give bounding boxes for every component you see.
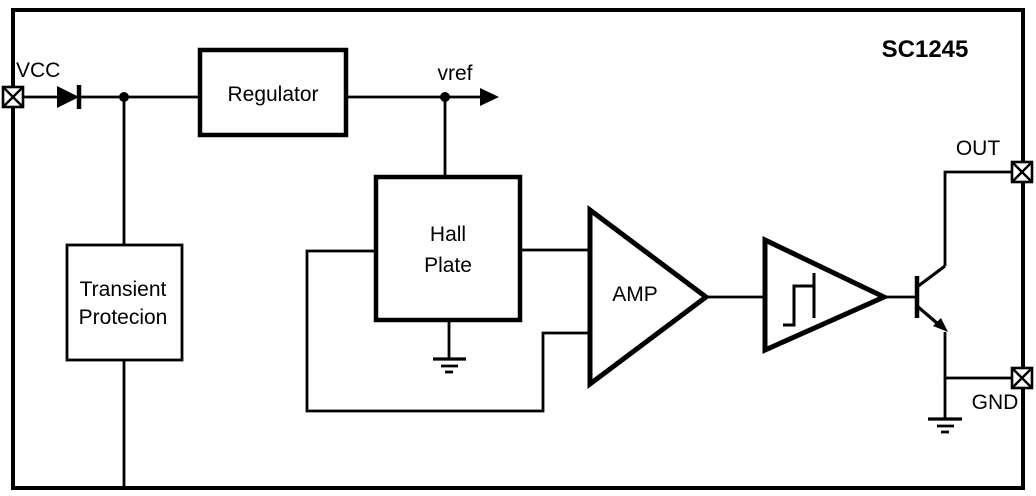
ground-icon bbox=[433, 357, 466, 374]
vcc-pin-label: VCC bbox=[16, 59, 60, 82]
vcc-junction-dot bbox=[119, 92, 129, 102]
wire-hall-to-amp-lower bbox=[305, 249, 590, 413]
vref-junction-dot bbox=[440, 92, 450, 102]
regulator-label: Regulator bbox=[227, 83, 318, 106]
wire-emitter-to-gnd bbox=[943, 332, 1012, 380]
hall-plate-block bbox=[373, 174, 523, 323]
amp-triangle bbox=[587, 205, 711, 389]
transient-protection-block bbox=[65, 243, 184, 362]
gnd-pin bbox=[1010, 366, 1034, 390]
out-pin bbox=[1010, 160, 1034, 184]
regulator-block bbox=[197, 47, 349, 138]
hall-plate-label-line2: Plate bbox=[424, 254, 472, 277]
schmitt-triangle bbox=[762, 236, 890, 354]
gnd-pin-label: GND bbox=[972, 391, 1019, 414]
transistor-emitter bbox=[915, 304, 940, 326]
transient-protection-label-line2: Protecion bbox=[79, 306, 168, 329]
npn-transistor-icon bbox=[914, 264, 948, 332]
schmitt-trigger bbox=[762, 236, 890, 354]
vcc-pin bbox=[1, 85, 25, 109]
wires bbox=[23, 95, 1012, 488]
diode-icon bbox=[57, 85, 82, 109]
hall-plate-label-line1: Hall bbox=[430, 223, 466, 246]
hysteresis-icon bbox=[783, 273, 816, 327]
chip-title: SC1245 bbox=[882, 36, 969, 63]
emitter-arrow-icon bbox=[933, 318, 948, 332]
out-pin-label: OUT bbox=[956, 137, 1001, 160]
diode-anode-triangle bbox=[57, 86, 79, 108]
transient-protection-label-line1: Transient bbox=[80, 278, 167, 301]
wire-collector-to-out bbox=[943, 170, 1012, 266]
vref-arrow-icon bbox=[480, 88, 499, 106]
amp-label: AMP bbox=[612, 283, 658, 306]
ground-icon bbox=[928, 417, 962, 434]
vref-net-label: vref bbox=[437, 62, 472, 85]
transistor-collector bbox=[916, 264, 946, 289]
ic-boundary bbox=[11, 8, 1025, 490]
